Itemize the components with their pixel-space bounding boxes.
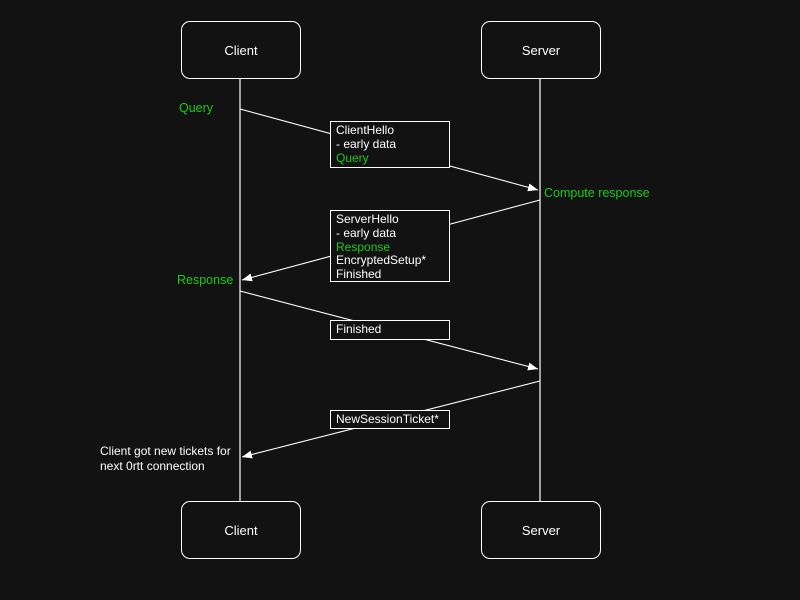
message-line: Query	[336, 150, 369, 165]
actor-client-bottom-label: Client	[224, 522, 258, 538]
message-line: Finished	[336, 267, 382, 282]
message-box-clienthello: ClientHello - early data Query	[330, 121, 450, 168]
actor-client-top: Client	[181, 21, 301, 79]
message-line: ServerHello	[336, 212, 399, 226]
label-response: Response	[177, 273, 234, 287]
message-line: NewSessionTicket*	[336, 412, 439, 426]
message-box-newsessionticket: NewSessionTicket*	[330, 410, 450, 429]
note-line-1: Client got new tickets for	[100, 444, 231, 458]
actor-server-top-label: Server	[521, 42, 561, 58]
actor-server-top: Server	[481, 21, 601, 79]
message-line: EncryptedSetup*	[336, 253, 427, 268]
label-query: Query	[179, 101, 214, 115]
note-new-tickets: Client got new tickets for next 0rtt con…	[100, 444, 231, 474]
actor-server-bottom-label: Server	[521, 522, 561, 538]
actor-client-top-label: Client	[224, 42, 258, 58]
message-line: Finished	[336, 322, 382, 336]
actor-client-bottom: Client	[181, 501, 301, 559]
message-box-serverhello: ServerHello - early data Response Encryp…	[330, 210, 450, 282]
message-line: - early data	[336, 136, 397, 151]
actor-server-bottom: Server	[481, 501, 601, 559]
message-line: ClientHello	[336, 123, 395, 137]
message-box-finished: Finished	[330, 320, 450, 340]
message-line: Response	[336, 239, 391, 254]
note-line-2: next 0rtt connection	[100, 459, 205, 473]
label-compute-response: Compute response	[544, 186, 650, 200]
message-line: - early data	[336, 225, 397, 240]
